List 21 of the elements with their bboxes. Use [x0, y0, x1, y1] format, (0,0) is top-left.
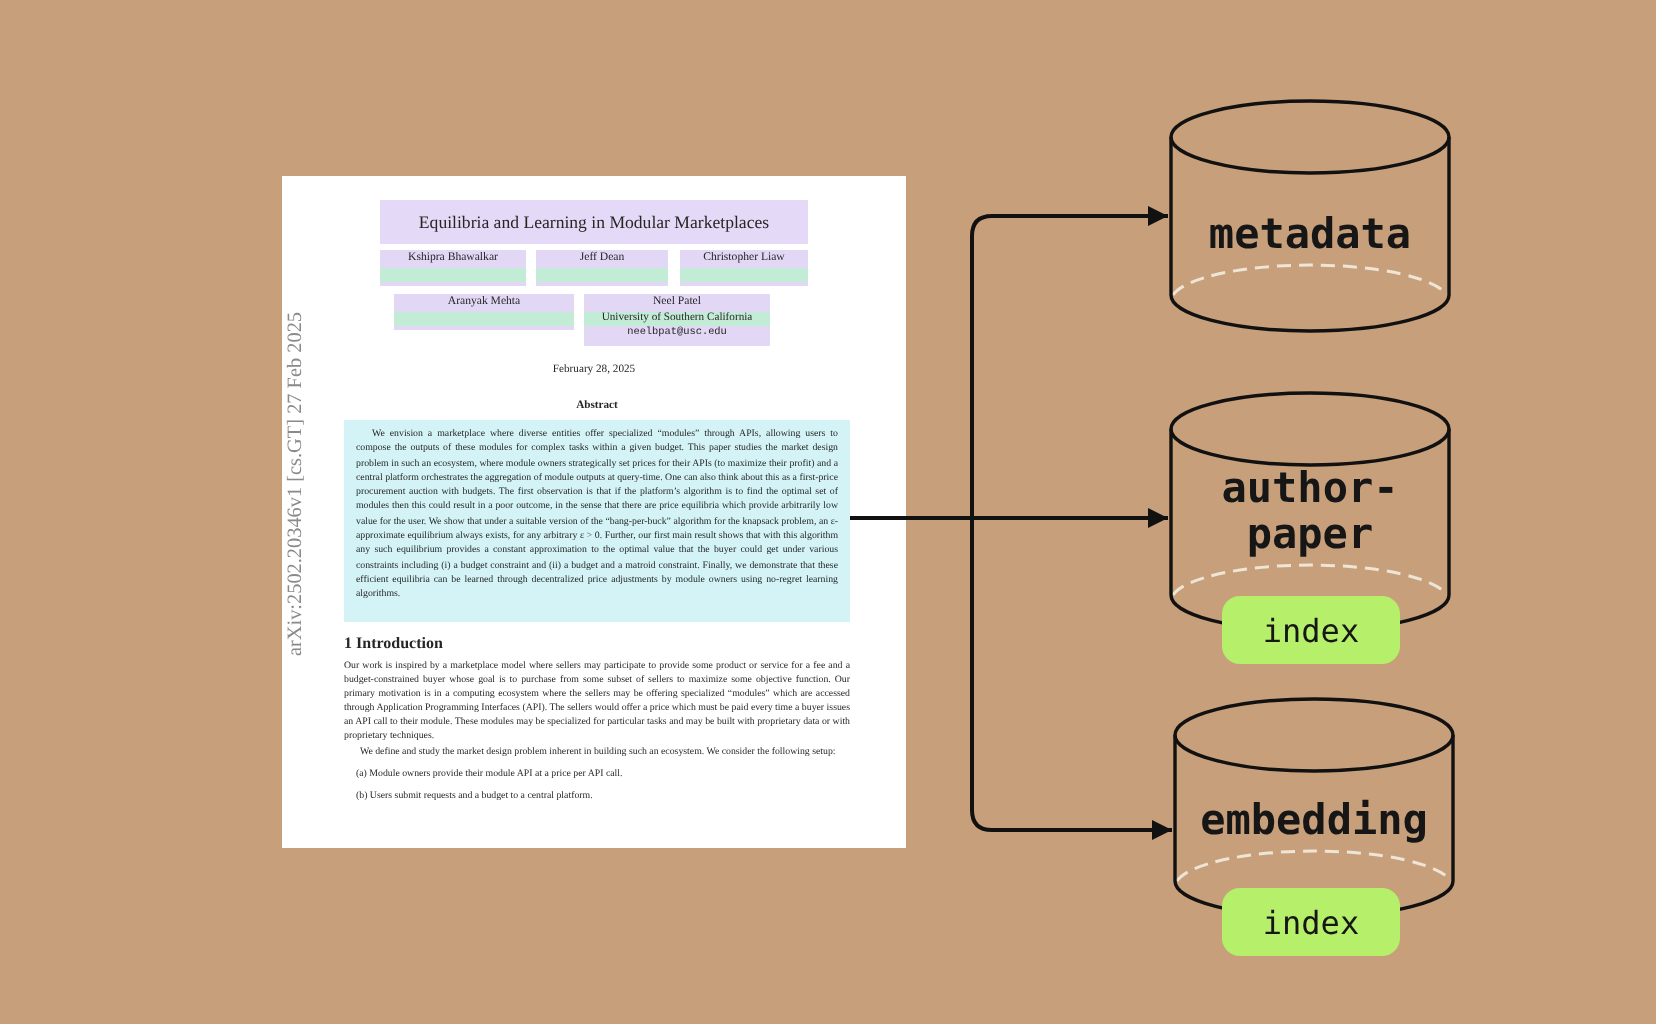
affiliation-band	[394, 311, 574, 326]
database-label: author-paper	[1221, 466, 1399, 558]
database-label: metadata	[1208, 212, 1412, 258]
database-cylinder	[1172, 696, 1456, 956]
title-banner: Equilibria and Learning in Modular Marketplaces	[380, 200, 808, 244]
author-card	[680, 250, 808, 286]
author-card	[536, 250, 668, 286]
section-heading: 1 Introduction	[344, 634, 443, 652]
database-cylinder	[1168, 98, 1452, 334]
highlight-tag: index	[1222, 888, 1400, 956]
author-card	[380, 250, 526, 286]
side-identifier: arXiv:2502.20346v1 [cs.GT] 27 Feb 2025	[285, 311, 307, 657]
author-card	[394, 294, 574, 330]
database-cylinder	[1168, 390, 1452, 664]
affiliation-band	[680, 267, 808, 282]
affiliation-band	[380, 267, 526, 282]
affiliation-band	[536, 267, 668, 282]
paper-page	[282, 176, 906, 848]
highlight-tag: index	[1222, 596, 1400, 664]
author-card	[584, 294, 770, 345]
database-label: embedding	[1200, 798, 1428, 844]
